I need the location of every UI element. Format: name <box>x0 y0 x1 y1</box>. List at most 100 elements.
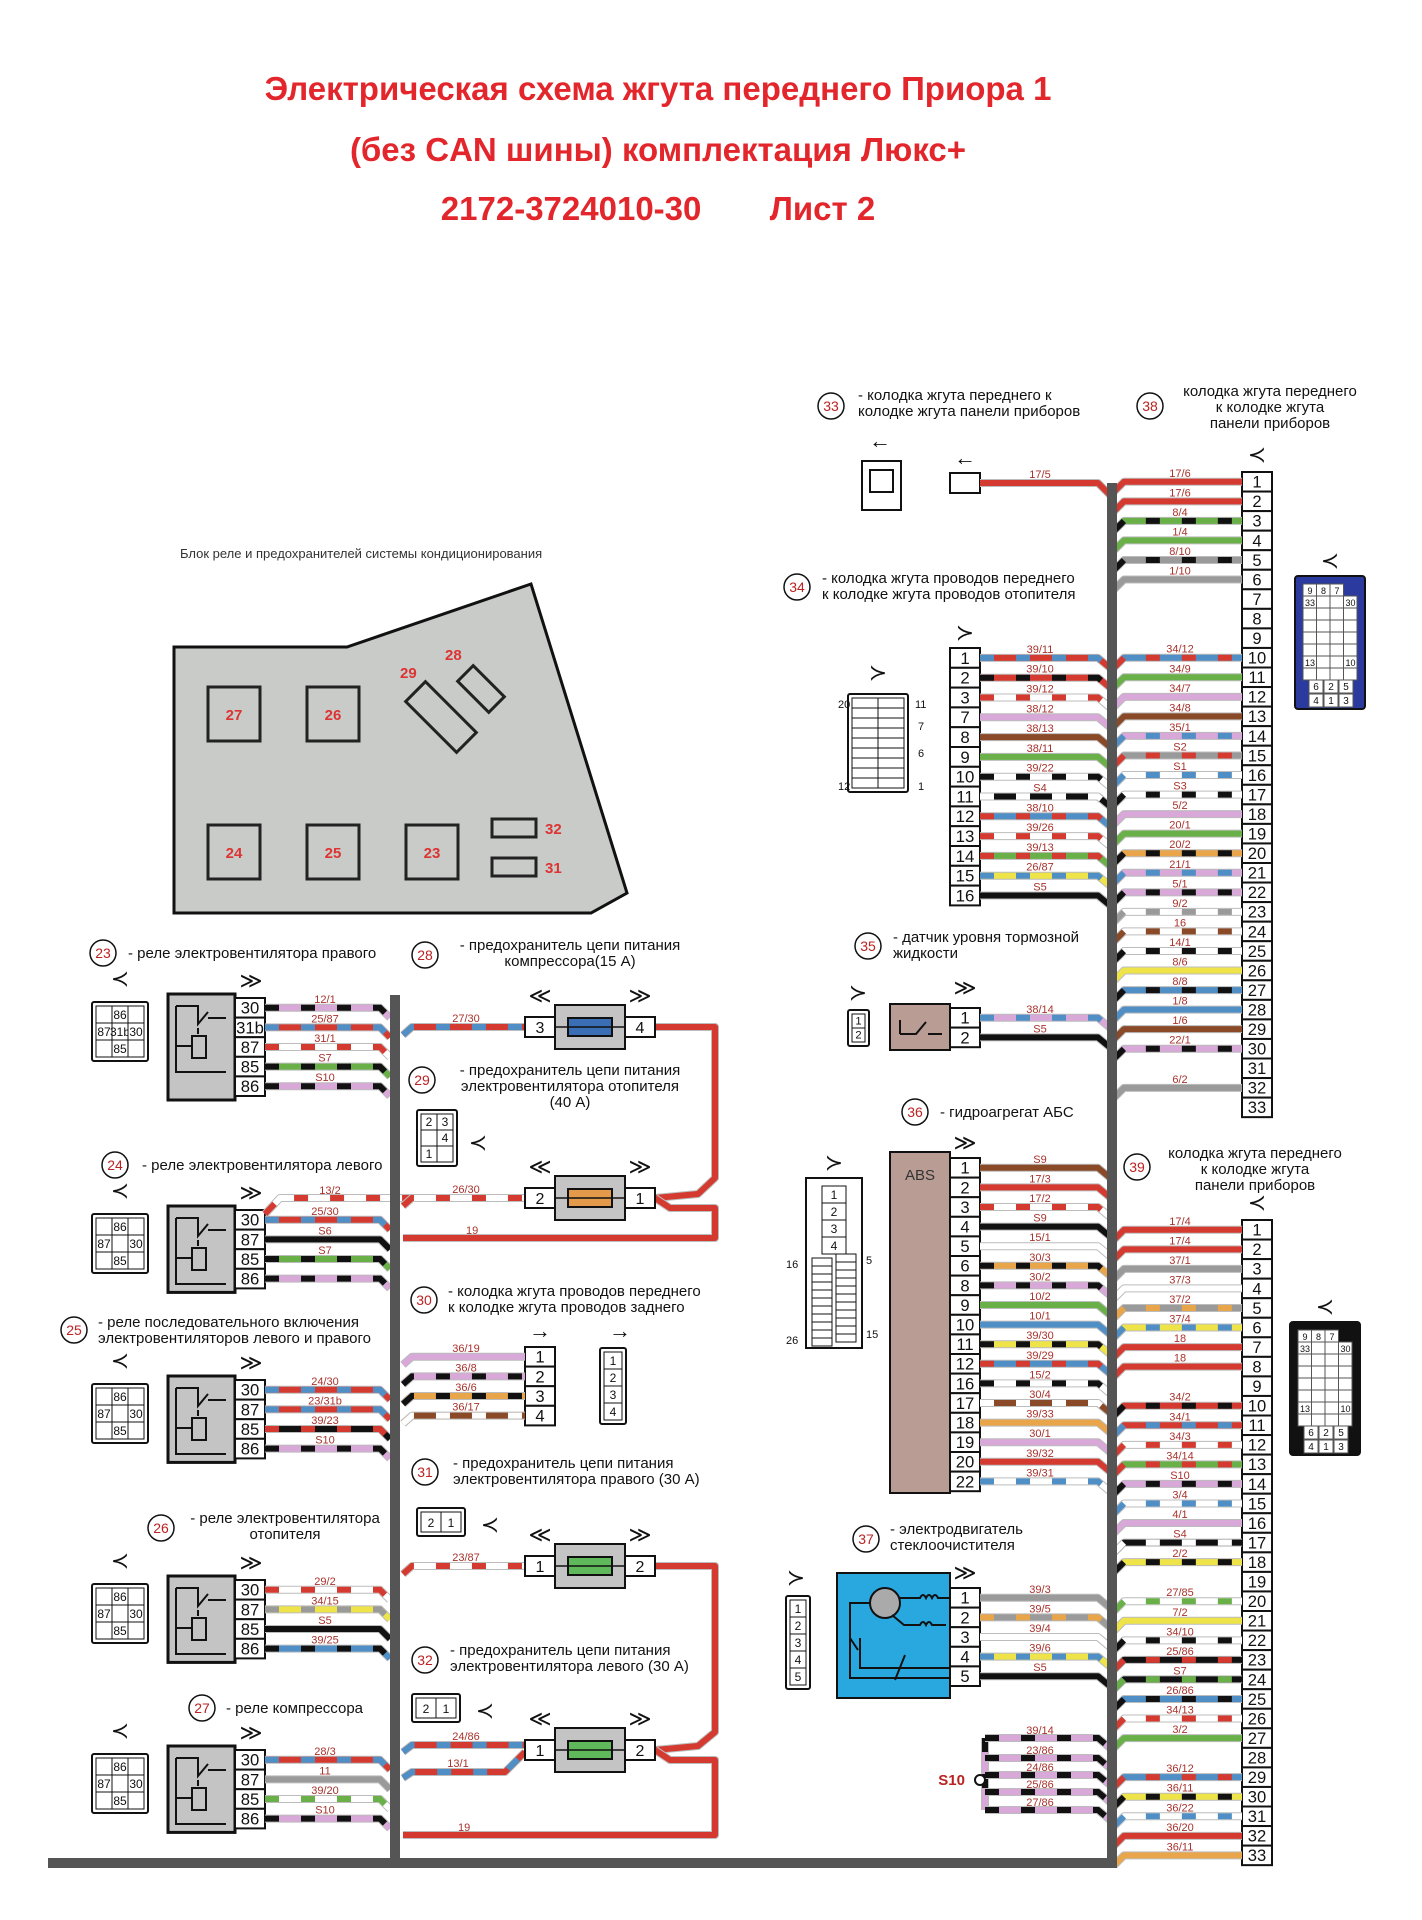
socket-cell <box>811 1273 833 1283</box>
pin-number: 7 <box>960 708 969 727</box>
component-description: электровентиляторов левого и правого <box>98 1330 371 1347</box>
fuse-28-wire <box>400 1023 525 1038</box>
socket-connector-icon: ≫ <box>628 983 651 1008</box>
pin-number: 26 <box>1248 961 1266 980</box>
pin-number: 5 <box>1252 551 1261 570</box>
socket-cell <box>95 1387 113 1406</box>
wire-base <box>980 1164 1112 1181</box>
socket-connector-icon: ≪ <box>528 1154 551 1179</box>
socket-cell <box>1343 631 1358 645</box>
wire-label: 8/6 <box>1172 957 1187 969</box>
pin-number: 25 <box>1248 942 1266 961</box>
connector-38-wire <box>1111 497 1242 515</box>
socket-pin-label: 30 <box>1345 598 1355 608</box>
wire-label: 39/30 <box>1026 1330 1054 1342</box>
wire-label: S9 <box>1033 1154 1046 1166</box>
relay-wire <box>265 1425 393 1442</box>
pin-number: 87 <box>241 1038 260 1057</box>
socket-cell <box>1323 679 1339 694</box>
wire-base <box>980 1034 1112 1050</box>
wire-label: 20/1 <box>1169 820 1190 832</box>
component-description: - колодка жгута проводов переднего <box>448 1283 701 1300</box>
wire-label: 9/2 <box>1172 898 1187 910</box>
connector-38-wire <box>1111 751 1242 769</box>
relay-wire <box>265 1003 393 1021</box>
fuse-28-29-feed <box>654 1023 719 1202</box>
pin-number: 20 <box>956 1453 975 1472</box>
socket-cell <box>877 777 905 789</box>
socket-cell <box>127 1039 145 1058</box>
wire-label: 36/17 <box>452 1402 480 1414</box>
socket-cell <box>1324 1353 1339 1367</box>
connector-38-wire <box>1111 810 1242 827</box>
connector-30-wire <box>400 1372 525 1388</box>
wire-stripe <box>401 1393 525 1407</box>
socket-cell <box>851 727 879 739</box>
component-description: - реле компрессора <box>226 1700 364 1717</box>
connector-39-wire <box>1111 1597 1242 1615</box>
socket-pin-label: 1 <box>443 1702 450 1716</box>
pin-number: 22 <box>1248 883 1266 902</box>
wire-stripe <box>980 1400 1112 1416</box>
connector-36-wire <box>980 1320 1113 1338</box>
connector-34-wire <box>980 832 1113 850</box>
component-description: к колодке жгута проводов заднего <box>448 1299 685 1316</box>
relay-switch-icon <box>175 1387 226 1455</box>
connector-39-wire <box>1111 1655 1242 1673</box>
pin-number: 1 <box>960 1009 969 1028</box>
wire-stripe <box>1111 772 1242 788</box>
connector-39-wire <box>1111 1499 1242 1517</box>
wire-stripe <box>1111 732 1242 749</box>
pin-number: 6 <box>1252 1318 1261 1337</box>
socket-connector-icon: ≫ <box>953 1560 976 1585</box>
connector-39-wire <box>1111 1440 1242 1458</box>
socket-cell <box>1316 643 1331 657</box>
wire-stripe <box>1111 1559 1242 1575</box>
pin-number: 29 <box>1248 1768 1266 1787</box>
pin-number: 18 <box>956 1413 975 1432</box>
plug-connector-icon: ≻ <box>849 980 867 1005</box>
wire-stripe <box>1111 1422 1242 1438</box>
socket-cell <box>1329 595 1344 609</box>
wire-stripe <box>980 1380 1112 1396</box>
relay-wire <box>265 1625 393 1642</box>
connector-30-wire <box>400 1392 525 1407</box>
component-description: (40 А) <box>550 1094 591 1111</box>
wire-label: S1 <box>1173 761 1186 773</box>
pin-number: 14 <box>956 847 975 866</box>
wire-stripe <box>980 833 1112 849</box>
pin-number: 32 <box>1248 1827 1266 1846</box>
wire-label: 36/22 <box>1166 1802 1194 1814</box>
pin-number: 22 <box>956 1472 975 1491</box>
connector-39-wire <box>1111 1734 1242 1751</box>
pin-number: 85 <box>241 1790 260 1809</box>
wire-stripe <box>1111 1402 1242 1418</box>
socket-pin-label: 86 <box>113 1390 127 1404</box>
pin-number: 87 <box>241 1400 260 1419</box>
socket-cell <box>1338 693 1354 708</box>
wire-label: 34/12 <box>1166 644 1194 656</box>
pin-number: 3 <box>535 1387 544 1406</box>
socket-pin-label: 30 <box>1340 1344 1350 1354</box>
wire-stripe <box>980 1360 1112 1377</box>
socket-cell <box>1329 655 1344 669</box>
plug-connector-icon: ≻ <box>787 1565 805 1590</box>
plug-connector-icon: ≻ <box>956 620 974 645</box>
wire-base <box>980 892 1112 908</box>
socket-cell <box>835 1269 857 1279</box>
wire-label: 1/10 <box>1169 566 1190 578</box>
wire-label: 39/31 <box>1026 1467 1054 1479</box>
socket-cell <box>851 767 879 779</box>
wire-stripe <box>1111 947 1242 964</box>
socket-connector-icon: ≫ <box>953 1130 976 1155</box>
pin-number: 21 <box>1248 864 1266 883</box>
wire-stripe <box>985 1789 1112 1805</box>
callout-circle <box>854 932 882 960</box>
block-slot-number: 26 <box>325 707 342 724</box>
connector-38-wire <box>1111 575 1242 593</box>
